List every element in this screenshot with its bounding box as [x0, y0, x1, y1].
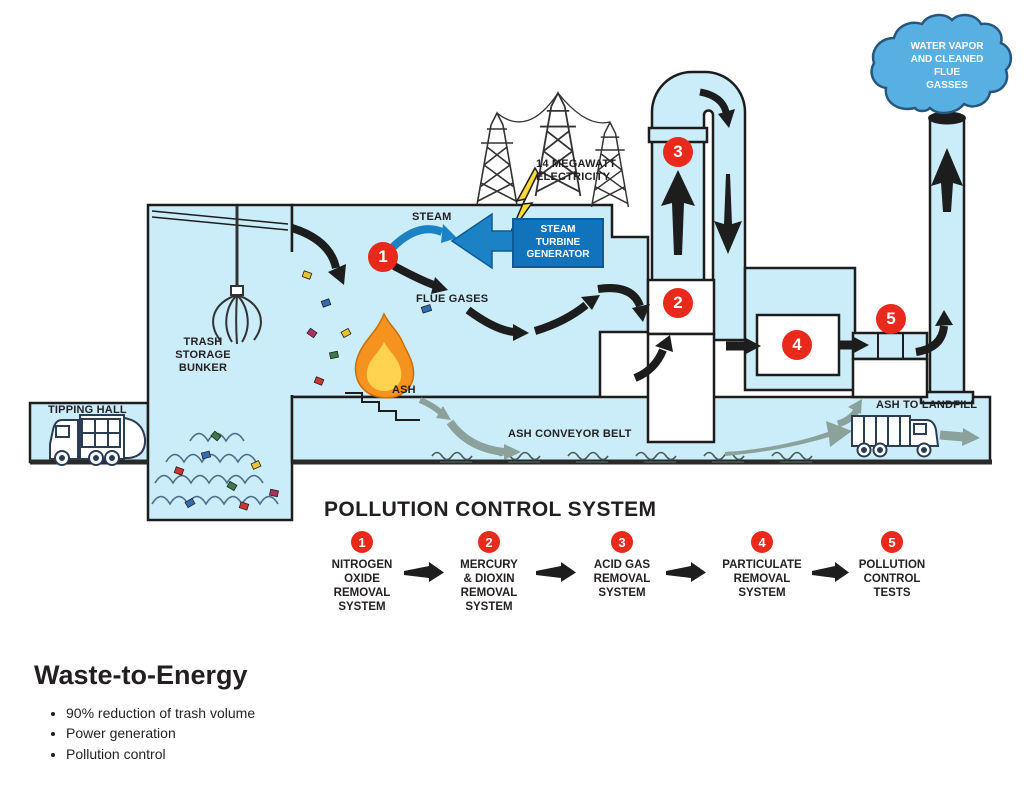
pollution-control-heading: POLLUTION CONTROL SYSTEM [324, 498, 657, 521]
landfill-truck-icon [851, 415, 940, 458]
pollution-step-5: 5 POLLUTION CONTROL TESTS [837, 531, 947, 600]
crane-claw-icon [212, 206, 262, 345]
megawatt-label: 14 MEGAWATT ELECTRICITY [536, 158, 617, 183]
tower-support-column [646, 332, 716, 444]
benefit-item: Power generation [66, 724, 255, 742]
pollution-step-2: 2 MERCURY & DIOXIN REMOVAL SYSTEM [434, 531, 544, 614]
flue-gases-label: FLUE GASES [416, 293, 489, 305]
ash-flow-arrows [418, 397, 980, 460]
step-label-1: NITROGEN OXIDE REMOVAL SYSTEM [331, 559, 393, 614]
step-label-2: MERCURY & DIOXIN REMOVAL SYSTEM [460, 559, 518, 614]
step-badge-4: 4 [751, 531, 773, 553]
ash-landfill-label: ASH TO LANDFILL [876, 399, 978, 411]
step-label-5: POLLUTION CONTROL TESTS [858, 559, 926, 600]
step-badge-2: 2 [478, 531, 500, 553]
waste-to-energy-title: Waste-to-Energy [34, 660, 248, 690]
tipping-hall-label: TIPPING HALL [48, 404, 127, 416]
benefit-item: 90% reduction of trash volume [66, 704, 255, 722]
trash-bunker-shape [146, 203, 294, 522]
power-pylons-icon [476, 90, 630, 208]
station-badge-3: 3 [663, 137, 693, 167]
station-badge-5: 5 [876, 304, 906, 334]
pollution-step-3: 3 ACID GAS REMOVAL SYSTEM [567, 531, 677, 600]
flue-gas-arrows [290, 88, 963, 382]
trash-bits [173, 270, 433, 511]
duct-dividers [877, 333, 904, 359]
vapor-cloud [870, 13, 1013, 115]
step-badge-1: 1 [351, 531, 373, 553]
steam-turbine-generator-box: STEAM TURBINE GENERATOR [512, 218, 604, 268]
ash-label: ASH [392, 384, 416, 396]
ash-conveyor-label: ASH CONVEYOR BELT [508, 428, 632, 440]
ash-steps [345, 392, 420, 421]
station-badge-4: 4 [782, 330, 812, 360]
flame-icon [354, 312, 415, 399]
step-label-3: ACID GAS REMOVAL SYSTEM [593, 559, 651, 600]
steam-label: STEAM [412, 211, 452, 223]
benefit-item: Pollution control [66, 745, 255, 763]
station-badge-1: 1 [368, 242, 398, 272]
step-badge-3: 3 [611, 531, 633, 553]
chimney-cap [928, 111, 966, 125]
station-badge-2: 2 [663, 288, 693, 318]
cloud-label: WATER VAPOR AND CLEANED FLUE GASSES [910, 41, 984, 91]
step-arrows [404, 562, 849, 582]
benefit-list: 90% reduction of trash volume Power gene… [52, 702, 255, 765]
duct-support-box [851, 357, 929, 399]
steam-flow-arrow [389, 224, 457, 251]
bunker-chute-opening [288, 252, 296, 395]
garbage-truck-icon [49, 414, 147, 466]
step-label-4: PARTICULATE REMOVAL SYSTEM [722, 559, 802, 600]
pollution-step-4: 4 PARTICULATE REMOVAL SYSTEM [707, 531, 817, 600]
pollution-step-1: 1 NITROGEN OXIDE REMOVAL SYSTEM [307, 531, 417, 614]
bunker-ceiling-beam [151, 210, 289, 231]
trash-bunker-label: TRASH STORAGE BUNKER [175, 336, 231, 374]
step-badge-5: 5 [881, 531, 903, 553]
